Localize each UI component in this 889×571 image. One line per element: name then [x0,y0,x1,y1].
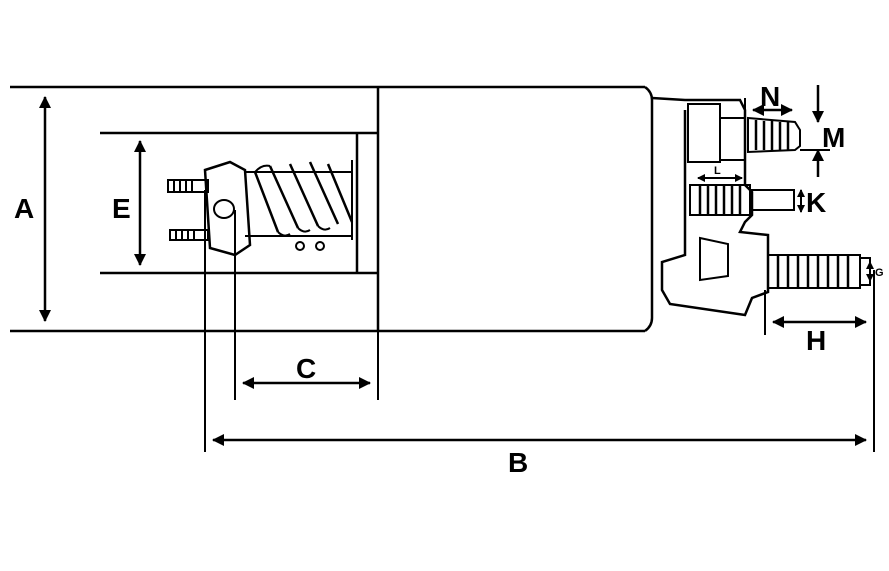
terminal-end [651,96,871,317]
solenoid-body [10,85,654,333]
label-a: A [14,193,34,224]
label-l: L [714,165,721,177]
label-g: G [875,267,884,279]
label-b: B [508,447,528,478]
label-c: C [296,353,316,384]
label-m: M [822,122,845,153]
label-n: N [760,81,780,112]
label-k: K [806,187,826,218]
label-e: E [112,193,131,224]
plunger-assembly [167,160,354,257]
dimension-lines [39,85,875,452]
label-h: H [806,325,826,356]
